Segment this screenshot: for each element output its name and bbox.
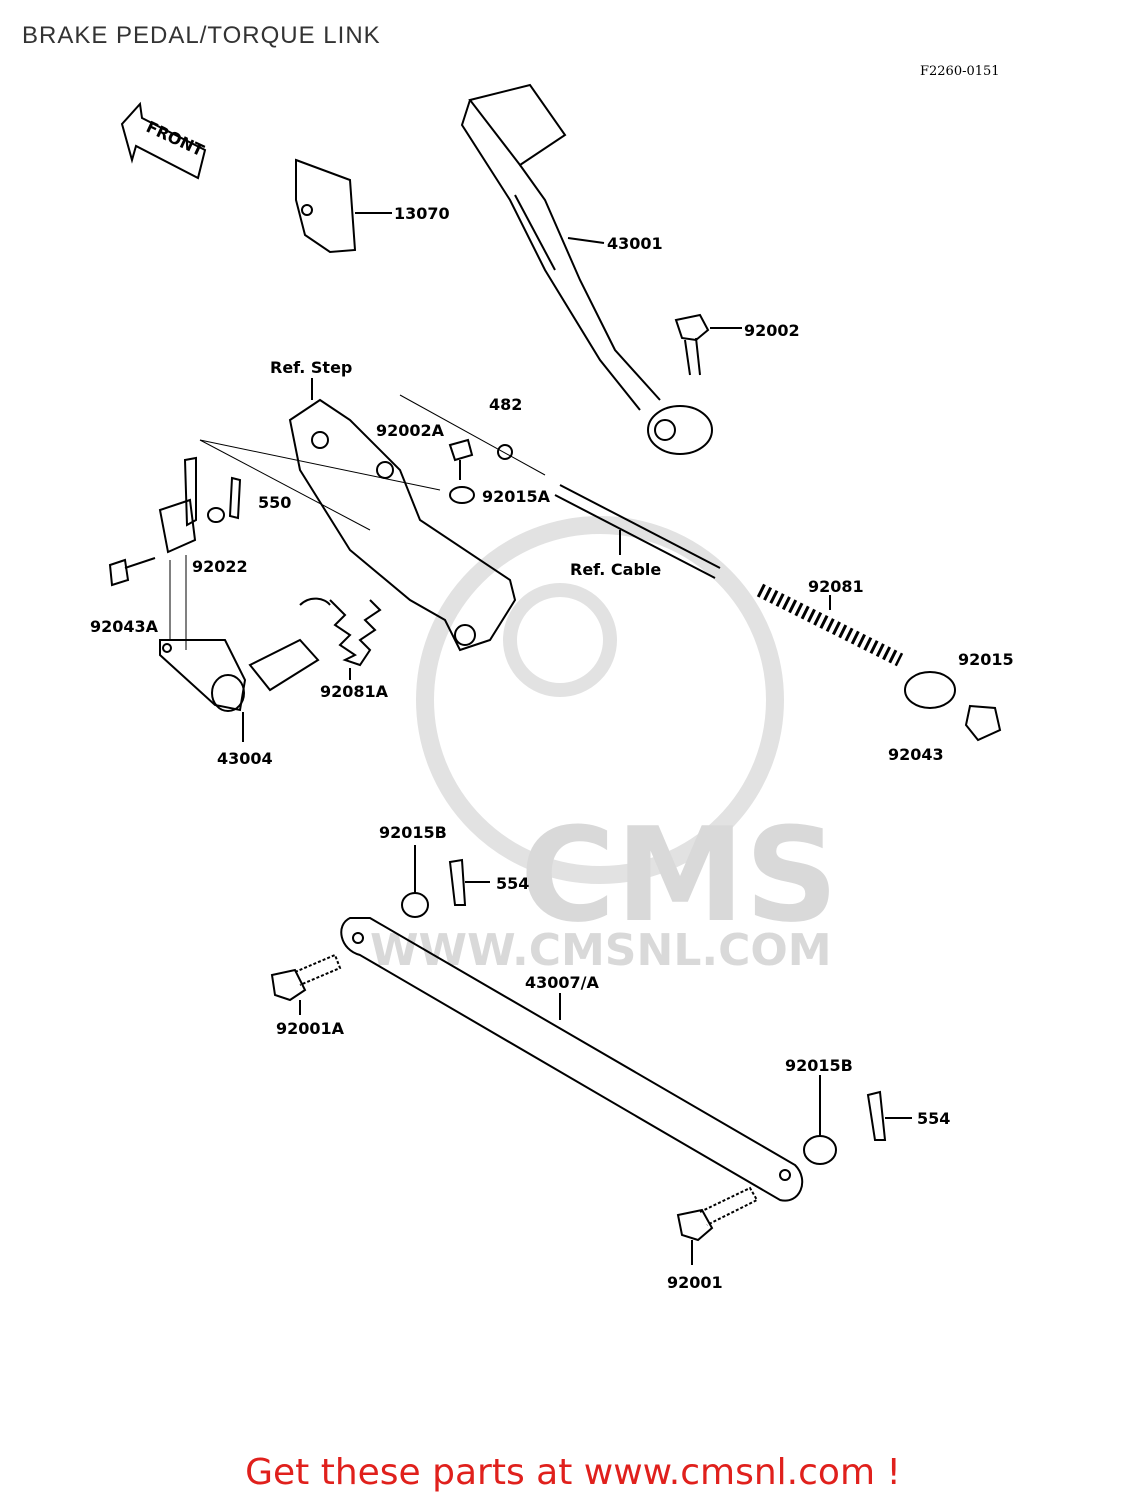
bolt-92001a-icon bbox=[270, 953, 342, 1015]
cover-13070-icon bbox=[295, 158, 392, 254]
label-482: 482 bbox=[489, 395, 522, 414]
brake-cable-icon bbox=[554, 484, 1002, 742]
clip-554-bottom-icon bbox=[866, 1090, 912, 1141]
label-92043: 92043 bbox=[888, 745, 944, 764]
label-92001a: 92001A bbox=[276, 1019, 345, 1038]
label-92081a: 92081A bbox=[320, 682, 389, 701]
label-92001: 92001 bbox=[667, 1273, 723, 1292]
label-ref-cable: Ref. Cable bbox=[570, 560, 661, 579]
lever-43004-icon bbox=[159, 638, 320, 742]
clip-554-top-icon bbox=[448, 858, 490, 906]
label-92081: 92081 bbox=[808, 577, 864, 596]
spring-92081a-icon bbox=[299, 597, 382, 680]
label-92015: 92015 bbox=[958, 650, 1014, 669]
label-554-top: 554 bbox=[496, 874, 529, 893]
label-92043a: 92043A bbox=[90, 617, 159, 636]
figure-code: F2260-0151 bbox=[920, 64, 1000, 79]
label-43001: 43001 bbox=[607, 234, 663, 253]
watermark-url: WWW.CMSNL.COM bbox=[370, 925, 832, 976]
nut-92015b-top-icon bbox=[401, 845, 429, 918]
torque-link-43007a-icon bbox=[340, 917, 804, 1202]
label-ref-step: Ref. Step bbox=[270, 358, 352, 377]
brake-pedal-43001-icon bbox=[460, 83, 713, 455]
label-92015a: 92015A bbox=[482, 487, 551, 506]
watermark-logo-text: CMS bbox=[520, 799, 838, 951]
label-13070: 13070 bbox=[394, 204, 450, 223]
bolt-92002-icon bbox=[674, 313, 742, 376]
label-92002a: 92002A bbox=[376, 421, 445, 440]
label-92015b-top: 92015B bbox=[379, 823, 447, 842]
front-arrow-icon bbox=[120, 101, 207, 180]
label-92015b-bottom: 92015B bbox=[785, 1056, 853, 1075]
label-43007a: 43007/A bbox=[525, 973, 600, 992]
label-550: 550 bbox=[258, 493, 291, 512]
page-title: BRAKE PEDAL/TORQUE LINK bbox=[22, 22, 381, 49]
step-bracket-icon bbox=[288, 378, 517, 652]
label-92022: 92022 bbox=[192, 557, 248, 576]
label-92002: 92002 bbox=[744, 321, 800, 340]
bolt-92001-icon bbox=[676, 1186, 759, 1265]
small-parts-icon bbox=[108, 438, 513, 587]
label-43004: 43004 bbox=[217, 749, 273, 768]
nut-92015b-bottom-icon bbox=[803, 1075, 837, 1165]
promo-link[interactable]: Get these parts at www.cmsnl.com ! bbox=[245, 1452, 901, 1493]
label-554-bottom: 554 bbox=[917, 1109, 950, 1128]
watermark-logo: CMS WWW.CMSNL.COM bbox=[370, 516, 838, 976]
